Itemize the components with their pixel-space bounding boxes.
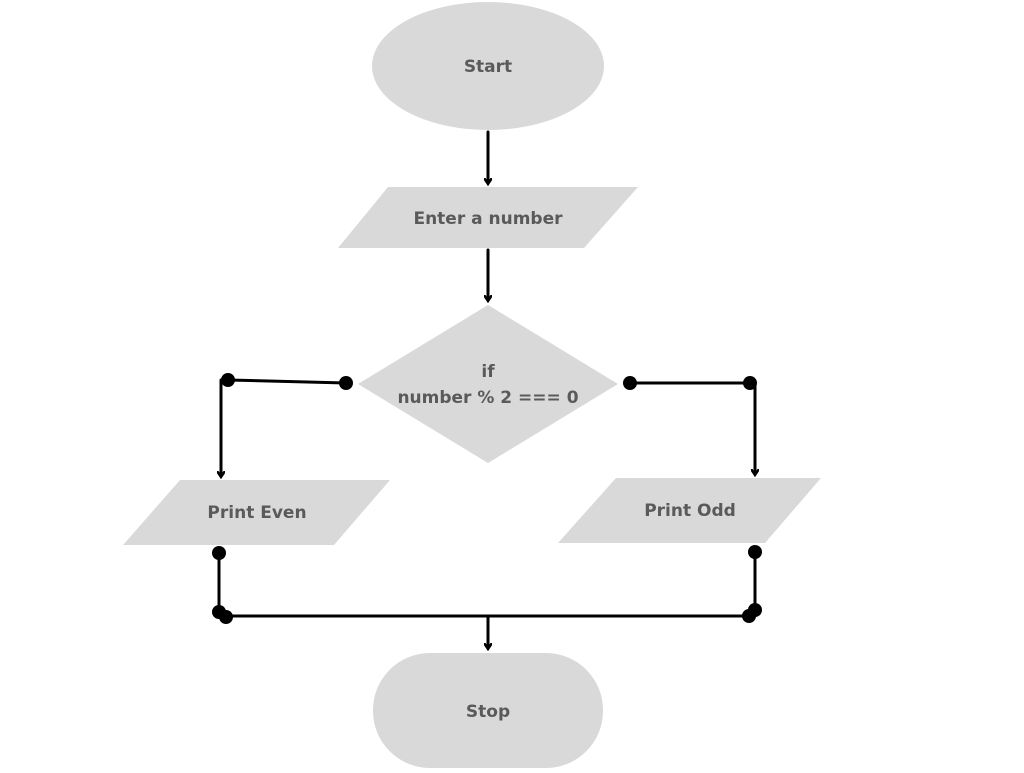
junction-dot [743,376,757,390]
junction-dot [221,373,235,387]
junction-dots [212,373,762,624]
connector-decision-left [226,378,348,385]
junction-dot [219,610,233,624]
connectors [219,130,755,648]
print-even-label: Print Even [207,503,306,523]
decision-node [358,305,618,463]
junction-dot [212,546,226,560]
print-even-node [123,480,390,545]
junction-dot [339,376,353,390]
junction-dot [748,545,762,559]
stop-label: Stop [466,702,510,722]
condition-label-line2: number % 2 === 0 [397,388,578,408]
input-label: Enter a number [413,209,563,229]
print-odd-label: Print Odd [644,501,736,521]
print-odd-node [558,478,821,543]
junction-dot [742,609,756,623]
start-label: Start [464,57,512,77]
junction-dot [623,376,637,390]
stop-node [373,653,603,768]
start-node [372,2,604,130]
input-node [338,187,638,248]
condition-label-line1: if [481,362,495,382]
